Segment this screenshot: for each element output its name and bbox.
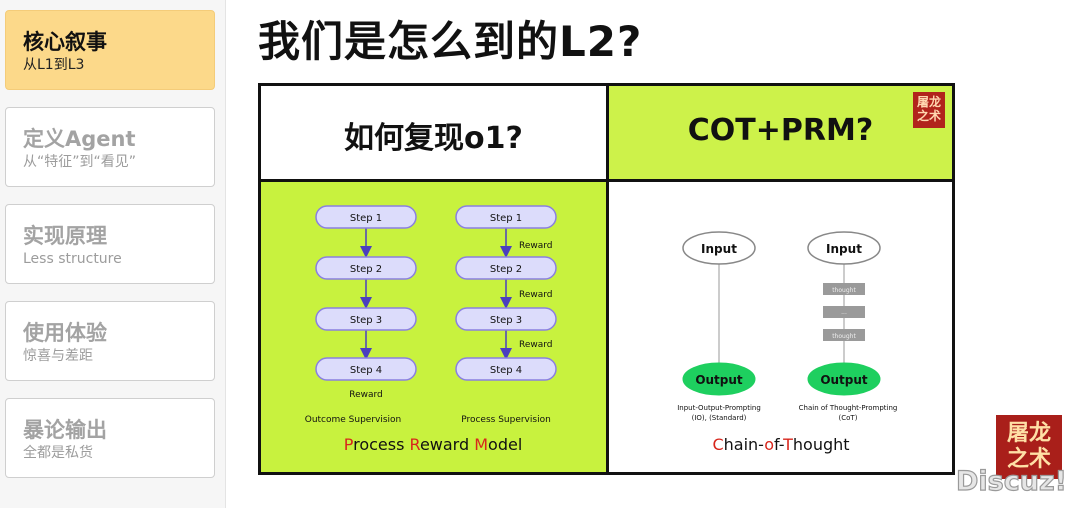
- sidebar-item-title: 暴论输出: [23, 418, 107, 442]
- process-step-3: Step 3: [490, 315, 522, 326]
- thought-box-2: [823, 306, 865, 318]
- page-title: 我们是怎么到的L2?: [258, 17, 643, 66]
- sidebar-item-title: 使用体验: [23, 321, 107, 345]
- sidebar-item-title: 实现原理: [23, 224, 107, 248]
- process-reward-label-1: Reward: [519, 241, 553, 251]
- io-caption-line2: (IO), (Standard): [692, 414, 747, 422]
- outcome-step-1-box: [315, 205, 417, 229]
- thought-label-1: thought: [832, 287, 856, 294]
- seal-logo: 屠龙之术: [996, 415, 1062, 479]
- io-output-node: [682, 362, 756, 396]
- outcome-step-4-box: [315, 357, 417, 381]
- process-step-1-box: [455, 205, 557, 229]
- prm-diagram: Step 1 Step 2 Step 3 Step 4 Reward Outco…: [261, 182, 606, 472]
- cot-diagram: Input Output Input-Output-Prompting (IO)…: [609, 182, 952, 472]
- sidebar-item-title: 定义Agent: [23, 127, 136, 151]
- sidebar-item-core-narrative[interactable]: 核心叙事 从L1到L3: [5, 10, 215, 90]
- cot-caption-line2: (CoT): [839, 414, 858, 422]
- cot-input-text: Input: [826, 242, 862, 256]
- prm-diagram-svg: Step 1 Step 2 Step 3 Step 4 Reward Outco…: [305, 205, 557, 454]
- process-step-1: Step 1: [490, 213, 522, 224]
- thought-label-2: ...: [841, 309, 847, 316]
- sidebar-item-opinions[interactable]: 暴论输出 全都是私货: [5, 398, 215, 478]
- slide-cell-cot-prm: COT+PRM? 屠龙之术: [609, 86, 952, 179]
- outcome-step-1: Step 1: [350, 213, 382, 224]
- process-supervision-column: Step 1 Step 2 Step 3 Step 4 Reward Rewar…: [455, 205, 557, 425]
- outcome-step-2-box: [315, 256, 417, 280]
- cot-diagram-svg: Input Output Input-Output-Prompting (IO)…: [677, 231, 898, 454]
- slide-image: 如何复现o1? COT+PRM? 屠龙之术 Step 1 Step 2: [258, 83, 955, 475]
- cot-prompting-column: thought ... thought Input Output Chain o…: [799, 231, 898, 422]
- io-prompting-column: Input Output Input-Output-Prompting (IO)…: [677, 231, 761, 422]
- thought-label-3: thought: [832, 333, 856, 340]
- cot-input-node: [807, 231, 881, 265]
- outcome-step-3-box: [315, 307, 417, 331]
- thought-box-3: [823, 329, 865, 341]
- sidebar-item-title: 核心叙事: [23, 30, 107, 54]
- seal-logo-small: 屠龙之术: [913, 92, 945, 128]
- cot-output-node: [807, 362, 881, 396]
- process-step-2: Step 2: [490, 264, 522, 275]
- cot-caption: Chain-of-Thought: [712, 435, 849, 454]
- process-step-4: Step 4: [490, 365, 522, 376]
- thought-box-1: [823, 283, 865, 295]
- sidebar-item-define-agent[interactable]: 定义Agent 从“特征”到“看见”: [5, 107, 215, 187]
- process-supervision-label: Process Supervision: [461, 415, 551, 425]
- outcome-step-4: Step 4: [350, 365, 382, 376]
- sidebar-item-subtitle: Less structure: [23, 251, 122, 267]
- process-step-4-box: [455, 357, 557, 381]
- io-input-node: [682, 231, 756, 265]
- sidebar-item-subtitle: 惊喜与差距: [23, 348, 93, 364]
- outcome-step-2: Step 2: [350, 264, 382, 275]
- slide-cell-question: 如何复现o1?: [261, 86, 606, 179]
- prm-caption: Process Reward Model: [344, 435, 523, 454]
- process-reward-label-3: Reward: [519, 340, 553, 350]
- process-step-3-box: [455, 307, 557, 331]
- outcome-reward-label: Reward: [349, 390, 383, 400]
- outcome-supervision-label: Outcome Supervision: [305, 415, 402, 425]
- slide-heading-cot-prm: COT+PRM?: [687, 113, 874, 148]
- sidebar-item-implementation[interactable]: 实现原理 Less structure: [5, 204, 215, 284]
- process-step-2-box: [455, 256, 557, 280]
- sidebar-item-subtitle: 全都是私货: [23, 445, 93, 461]
- outcome-step-3: Step 3: [350, 315, 382, 326]
- sidebar-item-experience[interactable]: 使用体验 惊喜与差距: [5, 301, 215, 381]
- outcome-supervision-column: Step 1 Step 2 Step 3 Step 4 Reward Outco…: [305, 205, 417, 425]
- sidebar-item-subtitle: 从L1到L3: [23, 57, 85, 73]
- io-output-text: Output: [695, 373, 743, 387]
- sidebar-item-subtitle: 从“特征”到“看见”: [23, 154, 137, 170]
- cot-output-text: Output: [820, 373, 868, 387]
- cot-caption-line1: Chain of Thought-Prompting: [799, 404, 898, 412]
- io-caption-line1: Input-Output-Prompting: [677, 404, 761, 412]
- watermark: Discuz!: [955, 465, 1067, 497]
- io-input-text: Input: [701, 242, 737, 256]
- slide-heading-reproduce-o1: 如何复现o1?: [344, 121, 523, 156]
- sidebar: 核心叙事 从L1到L3 定义Agent 从“特征”到“看见” 实现原理 Less…: [0, 0, 226, 508]
- process-reward-label-2: Reward: [519, 290, 553, 300]
